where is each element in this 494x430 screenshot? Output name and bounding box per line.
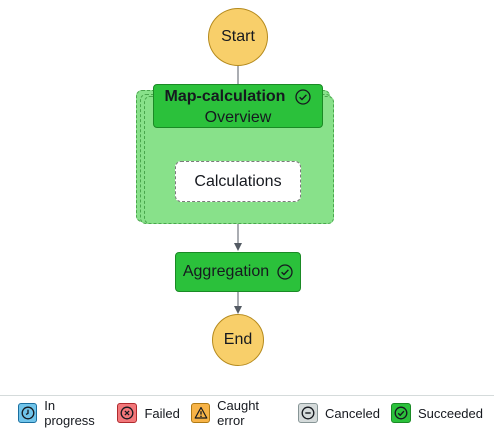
- start-node[interactable]: Start: [208, 8, 268, 66]
- check-circle-icon: [390, 403, 411, 423]
- start-label: Start: [221, 28, 255, 45]
- x-circle-icon: [117, 403, 138, 423]
- map-calculation-node[interactable]: Map-calculation Overview: [153, 84, 323, 128]
- check-circle-icon: [277, 264, 293, 280]
- minus-circle-icon: [298, 403, 318, 423]
- calculations-label: Calculations: [194, 172, 282, 190]
- aggregation-label: Aggregation: [182, 263, 270, 280]
- legend-item-canceled: Canceled: [298, 403, 380, 423]
- end-label: End: [223, 331, 253, 348]
- map-subtitle: Overview: [204, 108, 272, 126]
- legend-item-in-progress: In progress: [18, 398, 106, 428]
- legend-label: Caught error: [217, 398, 260, 428]
- aggregation-node[interactable]: Aggregation: [175, 252, 301, 292]
- legend-label: In progress: [44, 398, 95, 428]
- legend-item-succeeded: Succeeded: [390, 403, 483, 423]
- warning-icon: [190, 403, 211, 423]
- calculations-node[interactable]: Calculations: [175, 161, 301, 202]
- legend-label: Failed: [144, 405, 180, 421]
- clock-icon: [18, 403, 38, 423]
- workflow-graph: Start Map-calculation Overview Calculati…: [136, 8, 334, 366]
- status-legend: In progress Failed Caught error Canceled…: [0, 395, 494, 430]
- map-title: Map-calculation: [164, 87, 286, 105]
- end-node[interactable]: End: [212, 314, 264, 366]
- check-circle-icon: [295, 88, 312, 105]
- legend-label: Succeeded: [417, 405, 483, 421]
- legend-label: Canceled: [325, 405, 380, 421]
- legend-item-failed: Failed: [117, 403, 180, 423]
- legend-item-caught-error: Caught error: [190, 398, 287, 428]
